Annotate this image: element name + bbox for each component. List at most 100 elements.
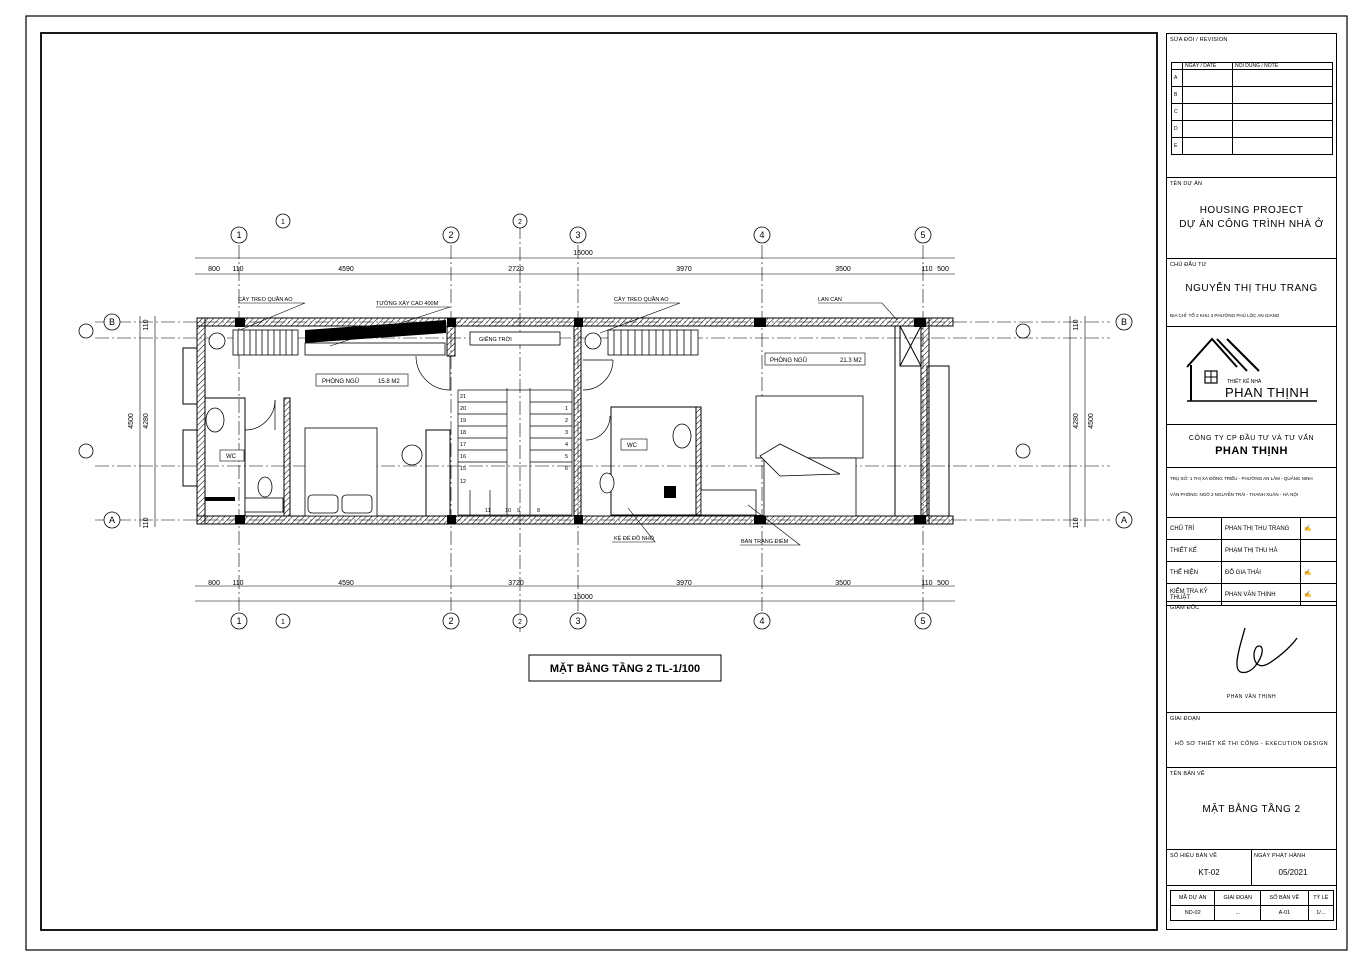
dim-vert-left-top: 110 (143, 319, 150, 330)
revision-row-b: B (1171, 86, 1183, 104)
section-markers (78, 213, 1031, 629)
revision-row-d: D (1171, 120, 1183, 138)
company-address-1: TRỤ SỞ: 1 THỊ XÃ ĐÔNG TRIỀU - PHƯỜNG AN … (1170, 476, 1313, 481)
logo-section: THIẾT KẾ NHÀ PHAN THỊNH (1167, 327, 1336, 425)
note-railing: LAN CAN (818, 297, 842, 303)
grid-label-a-left: A (109, 515, 115, 525)
staff-name-3: PHAN VĂN THỊNH (1221, 583, 1301, 606)
dim-bottom-3: 3720 (508, 580, 524, 587)
hvac-units (208, 332, 602, 350)
dim-top-7: 500 (937, 266, 949, 273)
grid-label-5: 5 (920, 230, 925, 240)
grid-label-5b: 5 (920, 616, 925, 626)
ledge (304, 342, 446, 356)
company-logo (1186, 337, 1317, 402)
revision-row-a: A (1171, 69, 1183, 87)
note-hanger-2: CÂY TREO QUẦN AO (614, 296, 669, 303)
phase-label: GIAI ĐOẠN (1170, 716, 1201, 722)
grid-bubbles (103, 226, 1133, 630)
dim-vert-right-outer: 4500 (1088, 413, 1095, 429)
staff-role-0: CHỦ TRÌ (1167, 518, 1222, 540)
date-cell: NGÀY PHÁT HÀNH 05/2021 (1251, 850, 1335, 886)
owner-address: ĐỊA CHỈ: TỔ 2 KHU 3 PHƯỜNG PHÚ LỘC AN GI… (1170, 313, 1280, 318)
stair-5: 5 (565, 454, 568, 460)
logo-name: PHAN THỊNH (1225, 385, 1310, 400)
director-signature (1236, 627, 1298, 674)
staff-name-1: PHẠM THỊ THU HÀ (1221, 539, 1301, 562)
stair-18: 18 (460, 430, 466, 436)
company-address-section: TRỤ SỞ: 1 THỊ XÃ ĐÔNG TRIỀU - PHƯỜNG AN … (1167, 468, 1336, 518)
revision-row-e: E (1171, 137, 1183, 155)
dimension-texts: 15000 800 110 4590 2720 3970 3500 110 50… (128, 250, 1095, 601)
number-date-section: SỐ HIỆU BẢN VẼ KT-02 NGÀY PHÁT HÀNH 05/2… (1167, 850, 1336, 886)
stair-16: 16 (460, 454, 466, 460)
note-vanity: BÀN TRANG ĐIỂM (741, 538, 789, 545)
stair-20: 20 (460, 406, 466, 412)
dimension-lines (139, 257, 1086, 602)
project-vi: DỰ ÁN CÔNG TRÌNH NHÀ Ở (1179, 219, 1324, 230)
section-mark-1: 1 (281, 219, 285, 226)
dim-top-1: 110 (232, 266, 243, 273)
sheet-name: MẶT BẰNG TẦNG 2 (1202, 804, 1301, 815)
date-label: NGÀY PHÁT HÀNH (1254, 853, 1306, 859)
room-wc1: WC (226, 454, 237, 460)
grid-label-1: 1 (236, 230, 241, 240)
drawing-frame (40, 32, 1158, 931)
revision-row-c: C (1171, 103, 1183, 121)
dim-top-2: 4590 (338, 266, 354, 273)
dim-top-3: 2720 (508, 266, 524, 273)
columns (235, 318, 926, 524)
shelf-bar (205, 497, 235, 501)
annotations: CÂY TREO QUẦN AO TƯỜNG XÂY CAO 400M CÂY … (238, 296, 842, 545)
owner-name: NGUYỄN THỊ THU TRANG (1185, 283, 1318, 294)
revision-head-note: NỘI DUNG / NOTE (1232, 62, 1333, 70)
outer-frame (25, 15, 1348, 951)
staff-role-2: THỂ HIỆN (1167, 561, 1222, 584)
dim-bottom-2: 4590 (338, 580, 354, 587)
room-bed1-area: 15.8 M2 (378, 379, 400, 385)
footer-head-2: SỐ BẢN VẼ (1260, 890, 1309, 906)
project-en: HOUSING PROJECT (1199, 205, 1304, 216)
footer-value-0: ND-02 (1169, 905, 1216, 921)
bedspread (759, 443, 841, 477)
dim-vert-left-bottom: 110 (143, 517, 150, 528)
dim-bottom-6: 110 (921, 580, 932, 587)
stair-11: 11 (485, 508, 491, 514)
owner-section: CHỦ ĐẦU TƯ NGUYỄN THỊ THU TRANG ĐỊA CHỈ:… (1167, 259, 1336, 327)
grid-lines (95, 225, 1110, 632)
dim-bottom-5: 3500 (835, 580, 851, 587)
footer-value-2: A-01 (1260, 905, 1309, 921)
director-label: GIÁM ĐỐC (1170, 605, 1200, 611)
staff-name-2: ĐỖ GIA THÁI (1221, 561, 1301, 584)
signature-1 (1300, 539, 1336, 562)
grid-label-2b: 2 (448, 616, 453, 626)
grid-label-b-right: B (1121, 317, 1127, 327)
dim-vert-left-inner: 4280 (143, 413, 150, 429)
wardrobe-hatch (237, 330, 692, 355)
grid-label-b-left: B (109, 317, 115, 327)
note-wall: TƯỜNG XÂY CAO 400M (376, 300, 439, 307)
dim-vert-right-inner: 4280 (1073, 413, 1080, 429)
grid-labels: 1 2 3 4 5 1 2 3 4 5 B A B A (109, 230, 1127, 626)
section-mark-1b: 1 (281, 619, 285, 626)
dim-bottom-1: 110 (232, 580, 243, 587)
note-bench: KỆ ĐỂ ĐỒ NHỎ (614, 534, 655, 542)
light-well (469, 331, 561, 346)
room-bed1-name: PHÒNG NGỦ (322, 378, 359, 385)
project-section: TÊN DỰ ÁN HOUSING PROJECT DỰ ÁN CÔNG TRÌ… (1167, 178, 1336, 259)
room-wc2: WC (627, 443, 638, 449)
section-labels: 1 2 1 2 (281, 219, 522, 626)
room-labels: PHÒNG NGỦ 15.8 M2 PHÒNG NGỦ 21.3 M2 WC W… (219, 352, 866, 462)
company-section: CÔNG TY CP ĐẦU TƯ VÀ TƯ VẤN PHAN THỊNH (1167, 425, 1336, 468)
dim-bottom-4: 3970 (676, 580, 692, 587)
dim-top-4: 3970 (676, 266, 692, 273)
phase-value: HỒ SƠ THIẾT KẾ THI CÔNG - EXECUTION DESI… (1174, 741, 1329, 747)
footer-value-1: ... (1214, 905, 1262, 921)
